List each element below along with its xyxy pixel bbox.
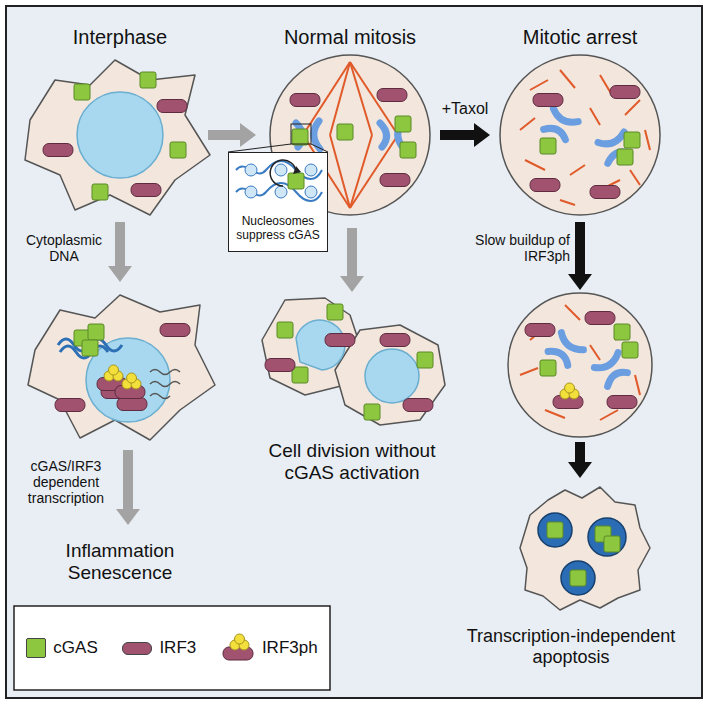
legend-text: IRF3 [159, 638, 196, 658]
arrested-cell [500, 55, 660, 215]
activated-cell [28, 295, 215, 440]
column-heading: Interphase [20, 26, 220, 49]
arrow-label: Cytoplasmic DNA [18, 232, 110, 264]
column-heading: Mitotic arrest [480, 26, 680, 49]
daughter-cells [262, 298, 445, 425]
legend-swatch [122, 642, 152, 655]
gray-arrow [340, 228, 364, 292]
inset-text: Nucleosomes suppress cGAS [229, 215, 327, 248]
legend-text: cGAS [53, 638, 97, 658]
interphase-cell [25, 60, 210, 215]
arrow-label: Slow buildup of IRF3ph [450, 232, 570, 264]
outcome-label: Transcription-independent apoptosis [440, 626, 702, 667]
frame [6, 6, 702, 698]
legend-swatch [26, 638, 46, 658]
black-arrow [568, 442, 592, 478]
inset-background [228, 152, 328, 252]
legend-item: IRF3ph [221, 633, 318, 663]
outcome-label: Cell division without cGAS activation [267, 440, 437, 484]
legend-text: IRF3ph [262, 638, 318, 658]
legend-frame [14, 606, 330, 690]
arrow-label: cGAS/IRF3 dependent transcription [14, 458, 118, 506]
gray-arrow [116, 450, 140, 525]
gray-arrow [108, 222, 132, 282]
apoptotic-cell [520, 487, 650, 610]
column-heading: Normal mitosis [250, 26, 450, 49]
nucleosome-drawing [236, 160, 322, 201]
legend-item: IRF3 [122, 638, 196, 658]
black-arrow [440, 123, 490, 147]
gray-arrow [208, 123, 256, 147]
treatment-label: +Taxol [425, 100, 505, 118]
legend: cGAS IRF3 IRF3ph [14, 606, 330, 690]
legend-item: cGAS [26, 638, 97, 658]
black-arrow [568, 222, 592, 290]
legend-swatch [221, 633, 255, 663]
inset-box: Nucleosomes suppress cGAS [228, 152, 328, 252]
outcome-label: Inflammation Senescence [35, 540, 205, 584]
arrested-cell [508, 293, 652, 437]
